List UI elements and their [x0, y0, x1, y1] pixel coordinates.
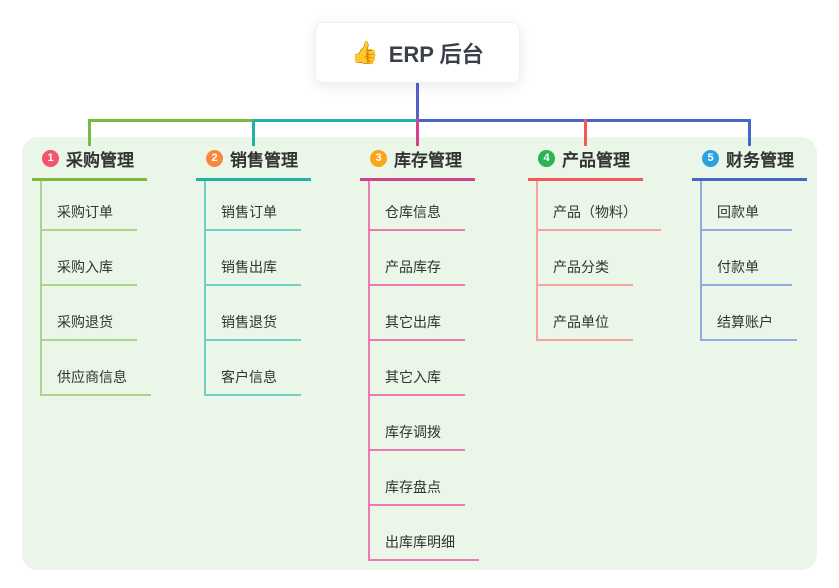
branch-children-list: 销售订单销售出库销售退货客户信息: [204, 181, 301, 396]
branch-label: 库存管理: [394, 151, 462, 170]
thumbs-up-icon: 👍: [351, 39, 379, 65]
branch-label: 采购管理: [66, 151, 134, 170]
child-node-label: 采购入库: [57, 259, 113, 275]
child-node-label: 客户信息: [221, 369, 277, 385]
child-node-label: 销售出库: [221, 259, 277, 275]
child-node-label: 产品单位: [553, 314, 609, 330]
branch-label: 销售管理: [230, 151, 298, 170]
child-node[interactable]: 产品库存: [370, 231, 465, 286]
branch-node[interactable]: 4 产品管理: [528, 145, 643, 181]
branch-number-badge: 5: [702, 150, 719, 167]
child-node-label: 产品库存: [385, 259, 441, 275]
root-node[interactable]: 👍 ERP 后台: [315, 22, 520, 83]
branch-label: 财务管理: [726, 151, 794, 170]
child-node[interactable]: 仓库信息: [370, 181, 465, 231]
child-node-label: 出库库明细: [385, 534, 455, 550]
child-node-label: 库存盘点: [385, 479, 441, 495]
child-node[interactable]: 其它入库: [370, 341, 465, 396]
child-node[interactable]: 库存调拨: [370, 396, 465, 451]
branch-children-list: 产品（物料） 产品分类产品单位: [536, 181, 661, 341]
branches-panel: [22, 137, 817, 570]
branch-column: 5 财务管理 回款单付款单结算账户: [692, 145, 807, 341]
child-node[interactable]: 回款单: [702, 181, 792, 231]
drop-line-inventory: [416, 119, 419, 146]
child-node-label: 仓库信息: [385, 204, 441, 220]
child-node-label: 产品（物料）: [553, 204, 637, 220]
branch-column: 2 销售管理 销售订单销售出库销售退货客户信息: [196, 145, 311, 396]
child-node-label: 结算账户: [717, 314, 773, 330]
branch-node[interactable]: 5 财务管理: [692, 145, 807, 181]
branch-column: 4 产品管理 产品（物料） 产品分类产品单位: [528, 145, 661, 341]
child-node[interactable]: 采购入库: [42, 231, 137, 286]
root-connector-line: [416, 82, 419, 120]
bus-line-purchase: [88, 119, 254, 122]
branch-node[interactable]: 1 采购管理: [32, 145, 147, 181]
child-node[interactable]: 销售订单: [206, 181, 301, 231]
drop-line-sales: [252, 119, 255, 146]
child-node[interactable]: 客户信息: [206, 341, 301, 396]
child-node[interactable]: 供应商信息: [42, 341, 151, 396]
child-node[interactable]: 出库库明细: [370, 506, 479, 561]
branch-children-list: 仓库信息产品库存其它出库其它入库库存调拨库存盘点出库库明细: [368, 181, 479, 561]
branch-children-list: 回款单付款单结算账户: [700, 181, 797, 341]
child-node-label: 采购订单: [57, 204, 113, 220]
branch-column: 3 库存管理 仓库信息产品库存其它出库其它入库库存调拨库存盘点出库库明细: [360, 145, 479, 561]
branch-children-list: 采购订单采购入库采购退货供应商信息: [40, 181, 151, 396]
drop-line-purchase: [88, 119, 91, 146]
child-node[interactable]: 其它出库: [370, 286, 465, 341]
child-node-label: 销售退货: [221, 314, 277, 330]
branch-label: 产品管理: [562, 151, 630, 170]
child-node-label: 销售订单: [221, 204, 277, 220]
child-node[interactable]: 销售出库: [206, 231, 301, 286]
child-node-label: 库存调拨: [385, 424, 441, 440]
child-node[interactable]: 产品单位: [538, 286, 633, 341]
branch-number-badge: 2: [206, 150, 223, 167]
child-node-label: 供应商信息: [57, 369, 127, 385]
child-node[interactable]: 采购退货: [42, 286, 137, 341]
child-node-label: 采购退货: [57, 314, 113, 330]
drop-line-product: [584, 119, 587, 146]
branch-number-badge: 3: [370, 150, 387, 167]
child-node-label: 产品分类: [553, 259, 609, 275]
child-node[interactable]: 销售退货: [206, 286, 301, 341]
branch-number-badge: 1: [42, 150, 59, 167]
child-node-label: 回款单: [717, 204, 759, 220]
child-node-label: 付款单: [717, 259, 759, 275]
drop-line-finance: [748, 119, 751, 146]
bus-line-sales: [253, 119, 418, 122]
branch-column: 1 采购管理 采购订单采购入库采购退货供应商信息: [32, 145, 151, 396]
root-node-label: ERP 后台: [388, 41, 484, 67]
child-node[interactable]: 产品分类: [538, 231, 633, 286]
child-node[interactable]: 产品（物料）: [538, 181, 661, 231]
child-node-label: 其它出库: [385, 314, 441, 330]
child-node-label: 其它入库: [385, 369, 441, 385]
branch-node[interactable]: 2 销售管理: [196, 145, 311, 181]
child-node[interactable]: 库存盘点: [370, 451, 465, 506]
branch-node[interactable]: 3 库存管理: [360, 145, 475, 181]
child-node[interactable]: 采购订单: [42, 181, 137, 231]
branch-number-badge: 4: [538, 150, 555, 167]
child-node[interactable]: 付款单: [702, 231, 792, 286]
child-node[interactable]: 结算账户: [702, 286, 797, 341]
